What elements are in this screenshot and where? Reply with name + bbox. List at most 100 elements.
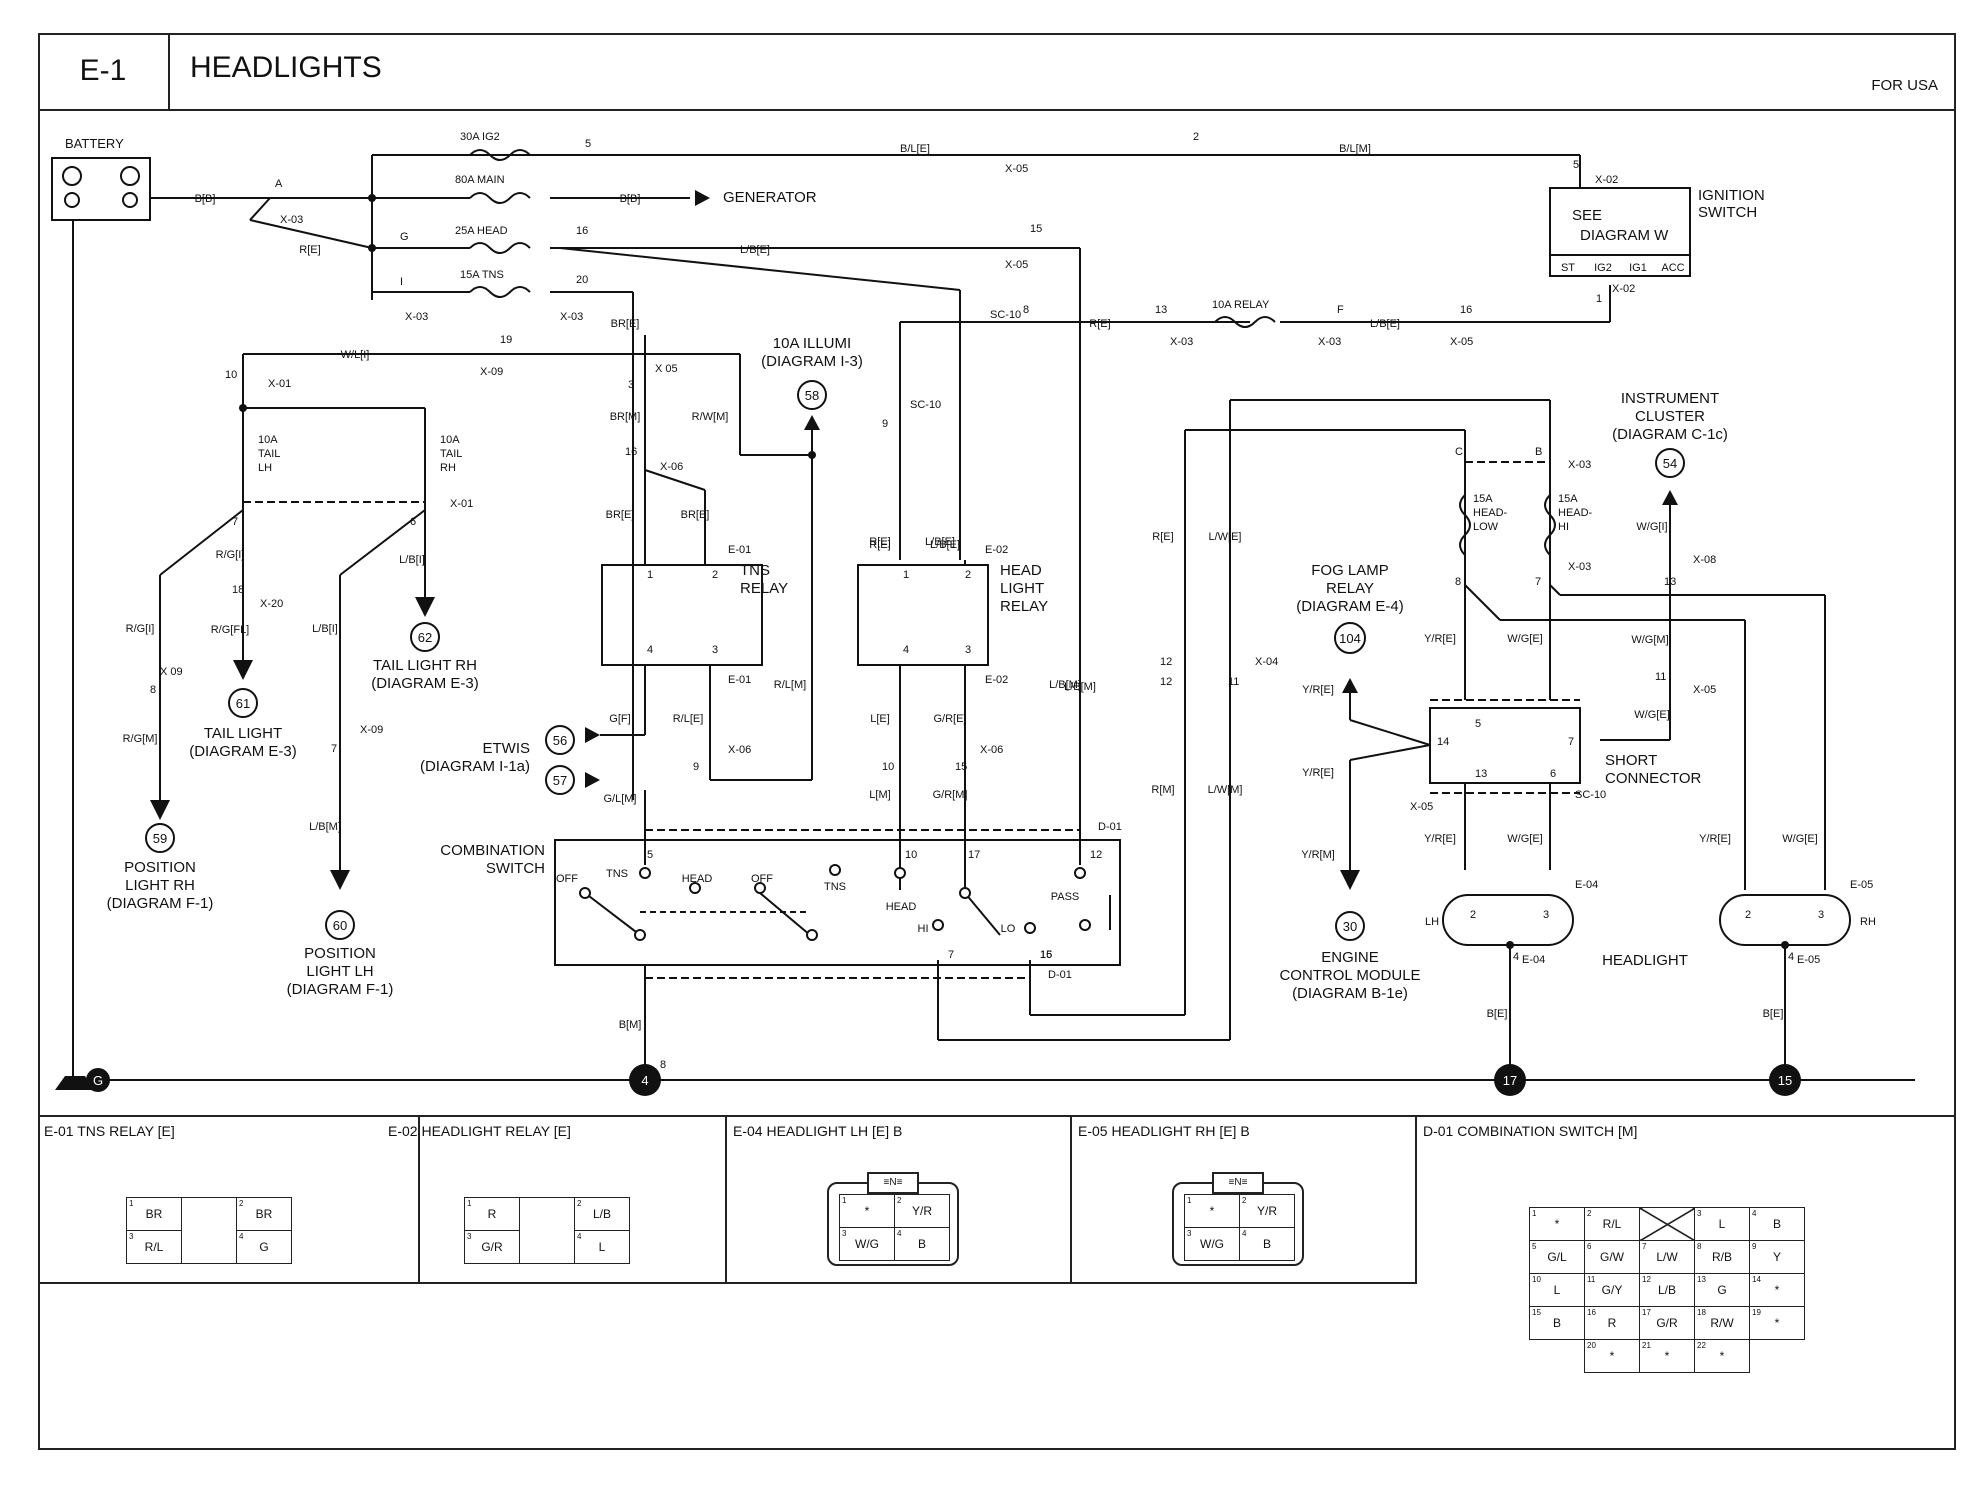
headlight-relay-label: LIGHT	[1000, 580, 1044, 597]
pin-number-label: 4	[1513, 951, 1519, 963]
ref-58-label: 58	[805, 388, 819, 403]
ref-62-label: 62	[418, 630, 432, 645]
pin-wire-color: R/L	[144, 1240, 164, 1254]
wire-color-label: Y/R[E]	[1302, 684, 1334, 696]
fuse-tail-lh-label: TAIL	[258, 448, 280, 460]
pin-number-label: 8	[660, 1059, 666, 1071]
ref-59-circle	[145, 823, 175, 853]
pin-wire-color: G/R	[481, 1240, 503, 1254]
switch-position-label: OFF	[751, 873, 773, 885]
pin-number: 4	[1752, 1209, 1757, 1218]
pin-wire-color: B	[1552, 1316, 1561, 1330]
region-label: FOR USA	[1871, 77, 1938, 94]
fog-lamp-relay-label: RELAY	[1326, 580, 1374, 597]
pin-number-label: 13	[1664, 576, 1676, 588]
wire-color-label: W/G[E]	[1634, 709, 1669, 721]
generator-arrow	[695, 190, 710, 206]
pin-cell: 19*	[1749, 1306, 1805, 1340]
wire-color-label: BR[E]	[606, 509, 635, 521]
pin-wire-color: Y	[1772, 1250, 1781, 1264]
pin-cell: 1*	[1184, 1194, 1240, 1228]
pin-number: 7	[1642, 1242, 1647, 1251]
ecm-label: CONTROL MODULE	[1279, 967, 1420, 984]
connector-id-label: X-05	[1410, 801, 1433, 813]
etwis-57-arrow	[585, 772, 600, 788]
pin-wire-color: R/B	[1711, 1250, 1732, 1264]
pin-number: 15	[1532, 1308, 1541, 1317]
pin-number: 6	[1587, 1242, 1592, 1251]
wire-color-label: R[E]	[869, 536, 890, 548]
fuse-head-low	[1459, 494, 1471, 556]
wire-color-label: L/B[M]	[1064, 681, 1096, 693]
pos-rh-arrow	[150, 800, 170, 820]
switch-position-label: OFF	[556, 873, 578, 885]
wire-color-label: B[B]	[195, 193, 216, 205]
fuse-10a-relay-label: 10A RELAY	[1212, 299, 1270, 311]
short-connector-box	[1429, 707, 1581, 784]
connector-panel-title: E-05 HEADLIGHT RH [E] B	[1078, 1123, 1250, 1139]
pin-number: 20	[1587, 1341, 1596, 1350]
pin-number-label: G	[400, 231, 409, 243]
ref-57-circle	[545, 765, 575, 795]
pin-wire-color: G/W	[1600, 1250, 1624, 1264]
pin-wire-color: BR	[145, 1207, 163, 1221]
ground-4-dot	[629, 1064, 661, 1096]
wire-color-label: L/B[M]	[1049, 679, 1081, 691]
pin-wire-color: *	[864, 1204, 870, 1218]
battery-label: BATTERY	[65, 136, 124, 151]
pin-number-label: 10	[905, 849, 917, 861]
pin-number-label: 11	[1655, 671, 1666, 683]
pin-number-label: 16	[576, 225, 588, 237]
illumi-label: (DIAGRAM I-3)	[761, 353, 863, 370]
pin-wire-color: R/L	[1602, 1217, 1622, 1231]
pin-number-label: 5	[647, 849, 653, 861]
connector-id-label: SC-10	[1575, 789, 1606, 801]
pin-number-label: 17	[968, 849, 980, 861]
ground-g-icon	[55, 1076, 93, 1090]
pin-number-label: A	[275, 178, 283, 190]
pin-number-label: 8	[150, 684, 156, 696]
schematic: BATTERYGENERATORIGNITIONSWITCHSEEDIAGRAM…	[51, 131, 1915, 1096]
headlight-lh-label: LH	[1425, 916, 1439, 928]
pin-number: 22	[1697, 1341, 1706, 1350]
pin-number: 1	[1532, 1209, 1537, 1218]
pin-number: 16	[1587, 1308, 1596, 1317]
diagram-header: E-1 HEADLIGHTS FOR USA	[38, 33, 1956, 111]
pin-number: 11	[1587, 1275, 1596, 1284]
pin-number-label: 16	[1040, 949, 1052, 961]
connector-id-label: SC-10	[910, 399, 941, 411]
wire-color-label: G/R[E]	[933, 713, 966, 725]
pin-wire-color: B	[1262, 1237, 1271, 1251]
generator-label: GENERATOR	[723, 189, 817, 206]
connector-id-label: X-02	[1612, 283, 1635, 295]
headlight-label: HEADLIGHT	[1602, 952, 1688, 969]
connector-id-label: X 05	[655, 363, 678, 375]
fog-lamp-relay-label: (DIAGRAM E-4)	[1296, 598, 1404, 615]
tns-relay-label: RELAY	[740, 580, 788, 597]
ground-17-label: 17	[1503, 1073, 1517, 1088]
pin-number-label: 6	[410, 516, 416, 528]
pin-wire-color: G	[1717, 1283, 1727, 1297]
fuse-25a-label: 25A HEAD	[455, 225, 508, 237]
pin-number: 3	[1187, 1229, 1192, 1238]
pin-number: 3	[842, 1229, 847, 1238]
pin-number-label: 19	[500, 334, 512, 346]
wire-color-label: B/L[M]	[1339, 143, 1371, 155]
connector-id-label: X-03	[280, 214, 303, 226]
ignition-position-acc: ACC	[1661, 262, 1684, 274]
ref-61-circle	[228, 688, 258, 718]
pin-number: 4	[577, 1232, 582, 1241]
pin-wire-color: L/W	[1656, 1250, 1678, 1264]
pin-wire-color: L	[1553, 1283, 1561, 1297]
ref-30-circle	[1335, 911, 1365, 941]
illumi-arrow	[804, 415, 820, 430]
